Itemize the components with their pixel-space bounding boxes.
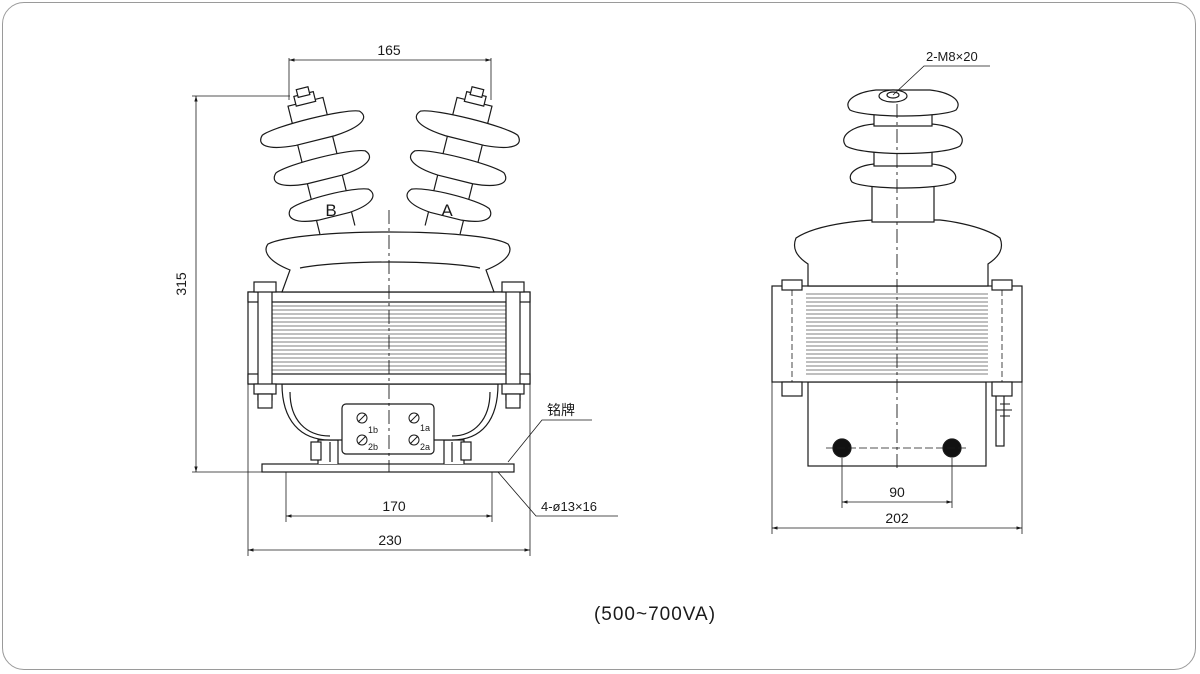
front-laminations bbox=[265, 305, 515, 371]
rating-caption: (500~700VA) bbox=[593, 604, 717, 625]
front-base-plate bbox=[261, 463, 515, 473]
front-bushing-b bbox=[260, 86, 374, 235]
dim-170: 170 bbox=[382, 498, 406, 514]
front-terminals bbox=[356, 412, 420, 446]
terminal-label-2b: 2b bbox=[368, 442, 378, 452]
dim-315: 315 bbox=[173, 272, 189, 296]
dim-90: 90 bbox=[889, 484, 905, 500]
terminal-label-1b: 1b bbox=[368, 425, 378, 435]
bushing-label-b: B bbox=[325, 201, 336, 220]
side-bushing bbox=[843, 89, 963, 223]
dim-230: 230 bbox=[378, 532, 402, 548]
terminal-label-2a: 2a bbox=[420, 442, 430, 452]
front-bushing-a bbox=[406, 86, 520, 235]
side-view bbox=[771, 65, 1023, 534]
dim-202: 202 bbox=[885, 510, 909, 526]
dim-165: 165 bbox=[377, 42, 401, 58]
nameplate-label: 铭牌 bbox=[547, 402, 575, 418]
side-head bbox=[793, 219, 1003, 287]
terminal-label-1a: 1a bbox=[420, 423, 430, 433]
hole-spec-label: 4-ø13×16 bbox=[541, 499, 597, 514]
terminal-spec-label: 2-M8×20 bbox=[926, 49, 978, 64]
front-view bbox=[192, 58, 618, 556]
bushing-label-a: A bbox=[441, 201, 453, 220]
